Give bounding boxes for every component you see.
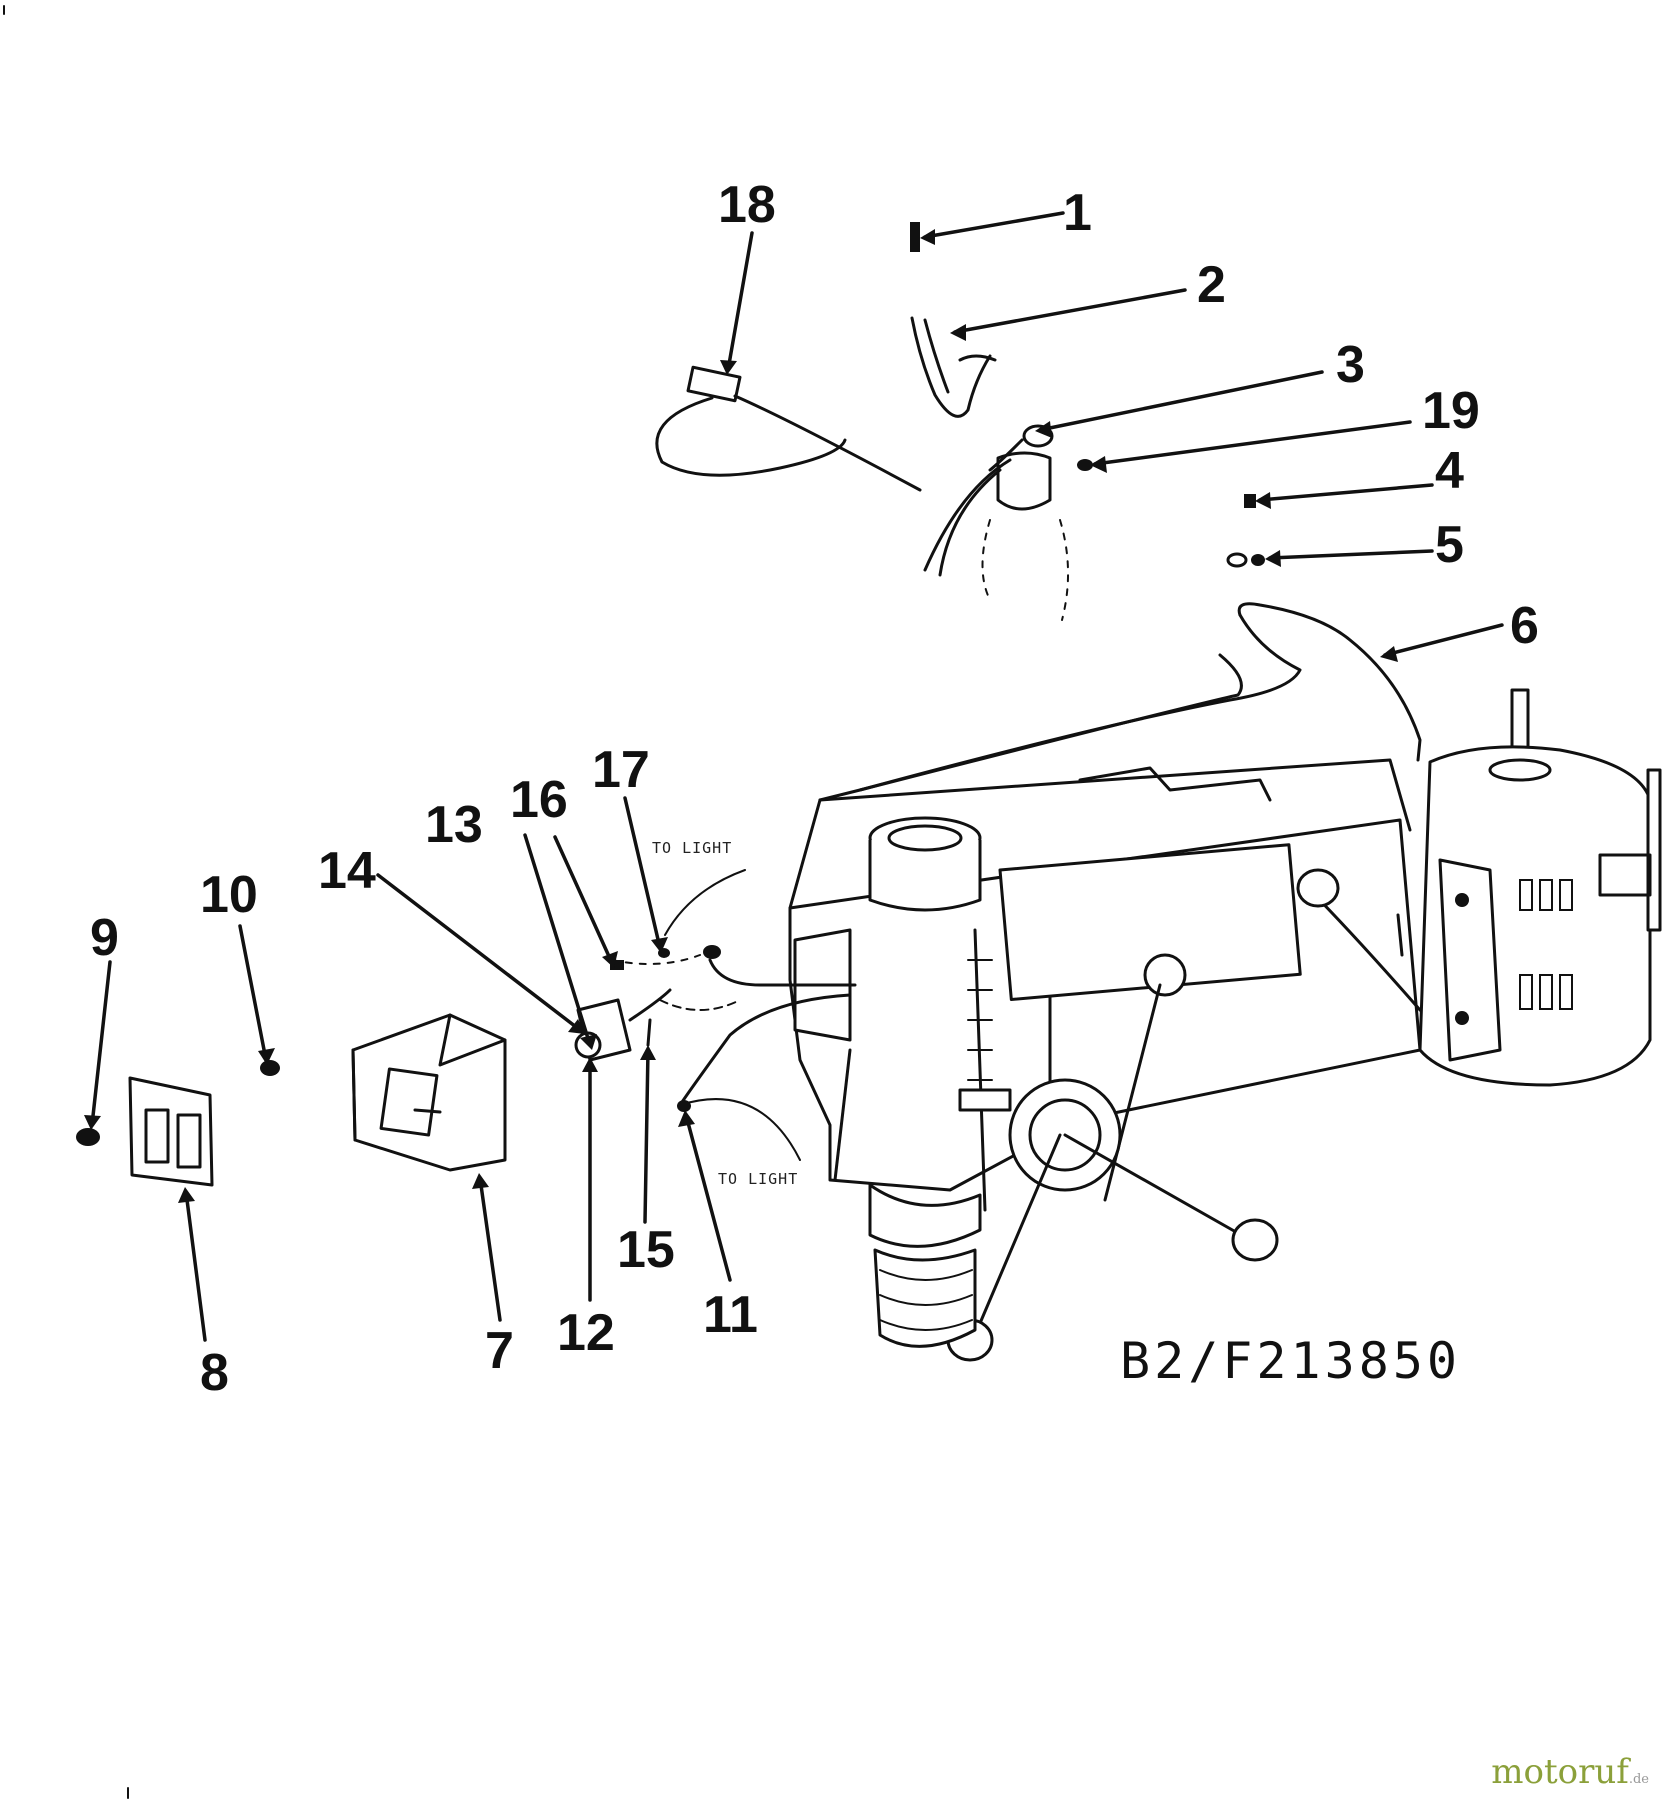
part-3-socket: [923, 424, 1070, 621]
callout-2: 2: [1197, 256, 1226, 314]
part-4-nut: [1244, 494, 1256, 508]
leader-lines: [84, 211, 1504, 1342]
callout-10: 10: [200, 866, 258, 924]
callout-14: 14: [318, 842, 376, 900]
switch-wiring: [611, 869, 857, 1161]
callout-13: 13: [425, 796, 483, 854]
callout-18: 18: [718, 176, 776, 234]
part-13-switch: [574, 988, 672, 1062]
callout-6: 6: [1510, 597, 1539, 655]
part-6-belt-guard: [818, 602, 1422, 802]
callout-8: 8: [200, 1344, 229, 1402]
callout-4: 4: [1435, 442, 1464, 500]
part-7-switch-box: [351, 1013, 507, 1172]
part-2-bracket: [910, 316, 997, 418]
part-19-clip: [1077, 459, 1093, 471]
callout-15: 15: [617, 1221, 675, 1279]
part-15-screw: [646, 1018, 652, 1047]
callout-12: 12: [557, 1304, 615, 1362]
callout-19: 19: [1422, 382, 1480, 440]
drill-press-head: [788, 758, 1422, 1362]
callout-17: 17: [592, 741, 650, 799]
part-16-nut: [610, 960, 624, 970]
diagram-reference-code: B2/F213850: [1120, 1332, 1461, 1390]
callout-3: 3: [1336, 336, 1365, 394]
callout-numbers: 1 2 3 4 5 6 7 8 9 10 11 12 13 14 15 16 1…: [90, 176, 1539, 1402]
callout-7: 7: [485, 1322, 514, 1380]
callout-5: 5: [1435, 516, 1464, 574]
part-18-light-cord: [655, 365, 922, 492]
callout-11: 11: [703, 1286, 758, 1344]
callout-16: 16: [510, 771, 568, 829]
part-5-lockwasher: [1226, 552, 1265, 568]
part-10-screw: [260, 1060, 280, 1076]
wire-note-upper: TO LIGHT: [652, 839, 732, 857]
part-1-screw: [910, 222, 920, 252]
callout-1: 1: [1063, 184, 1092, 242]
watermark-logo: motoruf.de: [1491, 1752, 1649, 1792]
watermark-text: motoruf: [1491, 1752, 1629, 1792]
part-8-switch-plate: [128, 1076, 214, 1187]
watermark-tld: .de: [1628, 1772, 1649, 1787]
motor: [1418, 688, 1662, 1087]
wire-note-lower: TO LIGHT: [718, 1170, 798, 1188]
part-9-screw: [76, 1128, 100, 1146]
callout-9: 9: [90, 909, 119, 967]
